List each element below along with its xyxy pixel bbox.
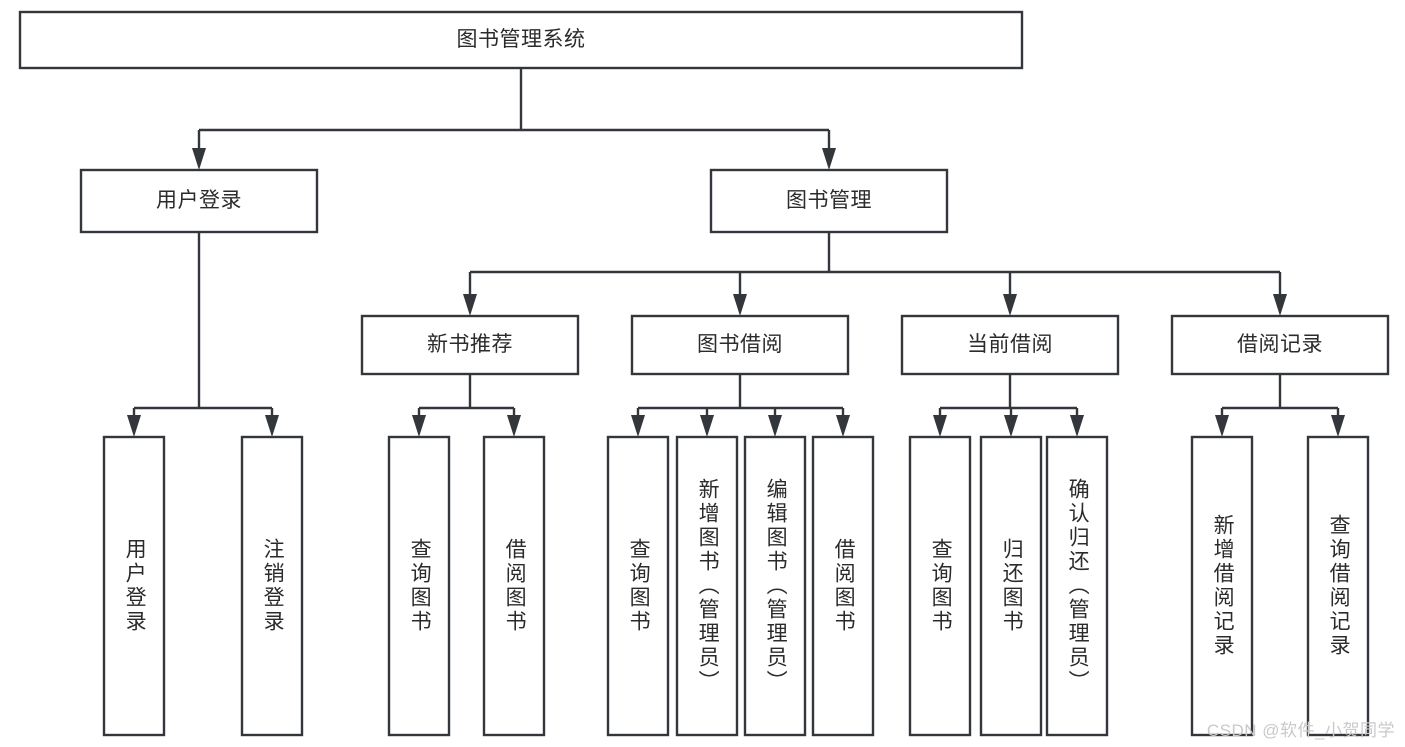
arrow-head-icon-leaf-add-record — [1215, 415, 1229, 437]
node-box-current-borrow[interactable] — [900, 314, 1120, 376]
node-box-leaf-user-login[interactable] — [102, 435, 166, 737]
arrow-head-icon-leaf-borrow-book-2 — [836, 415, 850, 437]
arrow-head-icon-leaf-add-book — [700, 415, 714, 437]
arrow-head-icon-leaf-query-book-3 — [933, 415, 947, 437]
node-box-new-book-rec[interactable] — [360, 314, 580, 376]
arrow-head-icon-new-book-rec — [463, 294, 477, 316]
node-boxes-layer — [18, 10, 1390, 737]
arrow-head-icon-book-borrow — [733, 294, 747, 316]
node-box-borrow-record[interactable] — [1170, 314, 1390, 376]
arrow-head-icon-user-login — [192, 148, 206, 170]
node-box-leaf-borrow-book-2[interactable] — [811, 435, 875, 737]
arrow-head-icon-leaf-user-login — [127, 415, 141, 437]
node-box-leaf-logout[interactable] — [240, 435, 304, 737]
node-box-user-login[interactable] — [79, 168, 319, 234]
arrow-head-icon-book-manage — [822, 148, 836, 170]
node-box-leaf-confirm-return[interactable] — [1045, 435, 1109, 737]
node-box-leaf-query-record[interactable] — [1306, 435, 1370, 737]
node-box-leaf-borrow-book-1[interactable] — [482, 435, 546, 737]
arrow-head-icon-leaf-borrow-book-1 — [507, 415, 521, 437]
arrow-head-icon-leaf-confirm-return — [1070, 415, 1084, 437]
node-box-book-borrow[interactable] — [630, 314, 850, 376]
csdn-watermark: CSDN @软件_小贺同学 — [1206, 721, 1395, 740]
node-box-leaf-query-book-3[interactable] — [908, 435, 972, 737]
arrow-head-icon-current-borrow — [1003, 294, 1017, 316]
node-box-leaf-edit-book[interactable] — [743, 435, 807, 737]
node-box-leaf-query-book-2[interactable] — [606, 435, 670, 737]
arrow-head-icon-leaf-query-book-2 — [631, 415, 645, 437]
arrow-head-icon-leaf-query-book-1 — [412, 415, 426, 437]
arrow-head-icon-leaf-query-record — [1331, 415, 1345, 437]
arrow-head-icon-borrow-record — [1273, 294, 1287, 316]
node-box-leaf-query-book-1[interactable] — [387, 435, 451, 737]
arrow-head-icon-leaf-edit-book — [768, 415, 782, 437]
node-box-leaf-add-book[interactable] — [675, 435, 739, 737]
connector-edges-layer — [127, 68, 1345, 437]
arrow-head-icon-leaf-logout — [265, 415, 279, 437]
node-box-leaf-add-record[interactable] — [1190, 435, 1254, 737]
node-box-book-manage[interactable] — [709, 168, 949, 234]
node-box-leaf-return-book[interactable] — [979, 435, 1043, 737]
node-box-root[interactable] — [18, 10, 1024, 70]
arrow-head-icon-leaf-return-book — [1004, 415, 1018, 437]
